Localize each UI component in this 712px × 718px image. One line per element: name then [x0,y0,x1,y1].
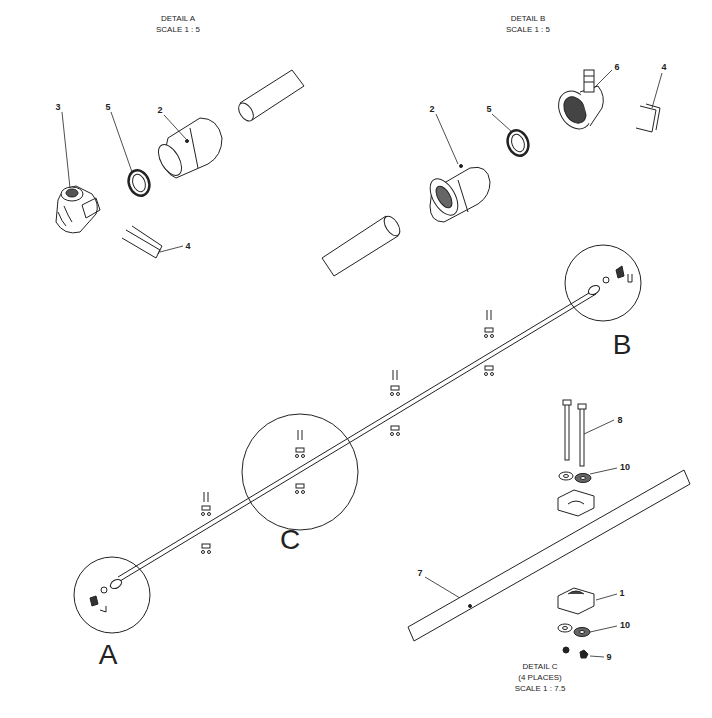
callout-number: 4 [661,63,666,72]
clamp-sets [202,310,494,554]
callout-number: 3 [55,103,60,112]
callout-number: 1 [619,589,624,598]
callout-number: 10 [620,463,630,472]
detail-title: DETAIL C [522,663,557,671]
callout-number: 7 [417,569,422,578]
callout-number: 9 [606,653,611,662]
detail-letter: A [99,641,118,669]
callout-number: 4 [185,242,190,251]
callout-number: 8 [617,416,622,425]
scale-note: SCALE 1 : 5 [506,26,550,34]
detail-title: DETAIL B [511,15,546,23]
callout-number: 2 [429,105,434,114]
callout-number: 6 [614,63,619,72]
leader-lines [62,70,662,657]
scale-note: SCALE 1 : 7.5 [515,685,566,693]
detail-c-parts [408,400,690,658]
detail-letter: C [280,526,300,554]
callout-number: 2 [157,106,162,115]
detail-letter: B [613,331,632,359]
callout-number: 5 [105,103,110,112]
scale-note: (4 PLACES) [518,674,562,682]
callout-number: 10 [620,621,630,630]
scale-note: SCALE 1 : 5 [156,26,200,34]
detail-a-parts [56,70,304,258]
main-assembly [74,245,641,633]
callout-number: 5 [486,105,491,114]
detail-title: DETAIL A [161,15,195,23]
